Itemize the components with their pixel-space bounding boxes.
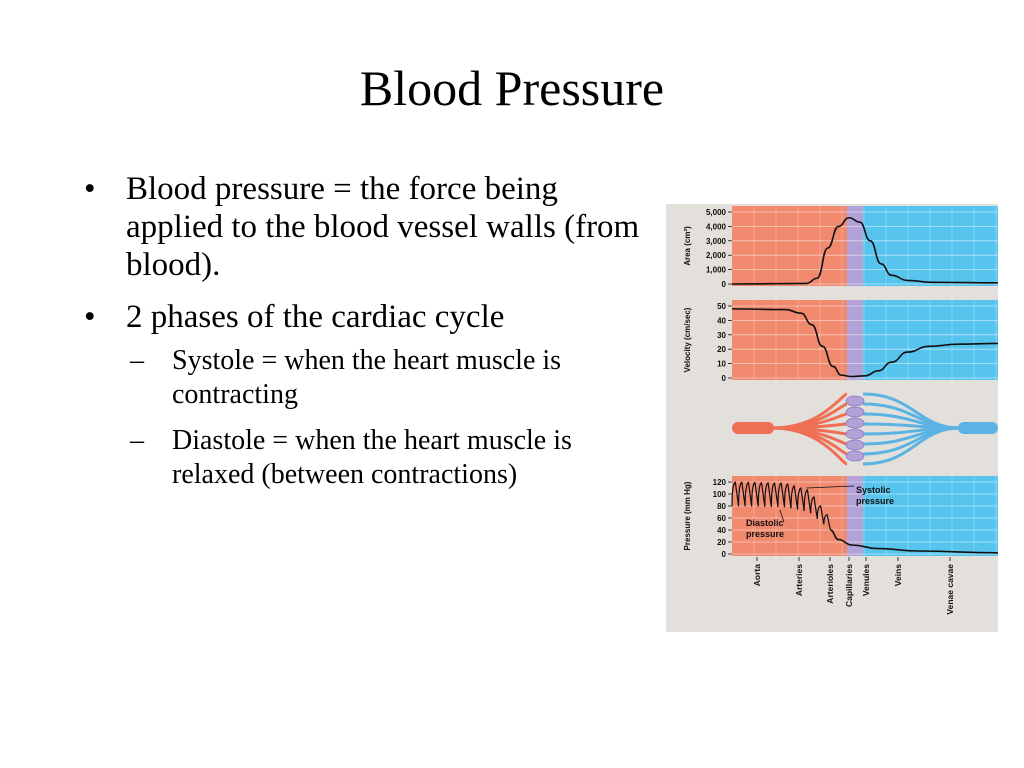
bullet-item: • Blood pressure = the force being applie… bbox=[84, 170, 644, 284]
y-tick-label: 40 bbox=[717, 526, 726, 535]
arterial-region bbox=[732, 206, 847, 286]
capillary-region bbox=[847, 476, 863, 556]
artery-branch bbox=[771, 426, 848, 466]
sub-bullet-item: –Systole = when the heart muscle is cont… bbox=[126, 344, 644, 412]
diastolic-label: pressure bbox=[746, 529, 784, 539]
vessel-label: Capillaries bbox=[844, 564, 854, 607]
y-tick-label: 10 bbox=[717, 360, 726, 369]
sub-bullet-text: Systole = when the heart muscle is contr… bbox=[172, 345, 562, 410]
y-tick-label: 3,000 bbox=[706, 237, 727, 246]
y-axis-label: Pressure (mm Hg) bbox=[683, 481, 692, 550]
capillary-bed bbox=[845, 417, 865, 429]
venous-pressure-curve bbox=[830, 529, 998, 554]
vessel-label: Aorta bbox=[752, 564, 762, 586]
capillary-bed bbox=[845, 395, 865, 407]
diastolic-leader-line bbox=[779, 509, 785, 523]
y-tick-label: 5,000 bbox=[706, 208, 727, 217]
y-tick-label: 100 bbox=[713, 490, 727, 499]
y-tick-label: 20 bbox=[717, 538, 726, 547]
systolic-label: Systolic bbox=[856, 485, 891, 495]
y-tick-label: 30 bbox=[717, 331, 726, 340]
bullet-item: • 2 phases of the cardiac cycle –Systole =… bbox=[84, 298, 644, 492]
pressure-pulse-curve bbox=[731, 481, 832, 531]
capillary-bed bbox=[845, 428, 865, 440]
y-tick-label: 0 bbox=[722, 280, 727, 289]
sub-bullet-text: Diastole = when the heart muscle is rela… bbox=[172, 425, 572, 490]
capillary-bed bbox=[845, 439, 865, 451]
blood-flow-diagram: 5,000 4,000 3,000 2,000 1,000 0 Area (cm²) 50 40… bbox=[683, 206, 998, 615]
y-tick-label: 40 bbox=[717, 316, 726, 325]
dash-mark: – bbox=[130, 425, 144, 456]
y-tick-label: 4,000 bbox=[706, 222, 727, 231]
systolic-leader-line bbox=[806, 485, 855, 489]
vessel-label: Arteries bbox=[794, 564, 804, 596]
vein-branch bbox=[862, 426, 961, 466]
y-axis-label: Velocity (cm/sec) bbox=[683, 307, 692, 372]
y-axis-label: Area (cm²) bbox=[683, 226, 692, 266]
y-tick-label: 1,000 bbox=[706, 266, 727, 275]
bullet-mark: • bbox=[84, 171, 96, 207]
vessel-label: Veins bbox=[893, 564, 903, 586]
vessel-label: Venae cavae bbox=[945, 564, 955, 615]
capillary-region bbox=[847, 300, 863, 380]
y-tick-label: 20 bbox=[717, 345, 726, 354]
area-curve bbox=[731, 216, 998, 285]
y-tick-label: 2,000 bbox=[706, 251, 727, 260]
y-tick-label: 0 bbox=[722, 374, 727, 383]
sub-bullet-list: –Systole = when the heart muscle is cont… bbox=[126, 344, 644, 492]
vessel-label: Venules bbox=[861, 564, 871, 596]
bullet-text: Blood pressure = the force being applied… bbox=[126, 171, 640, 283]
y-tick-label: 120 bbox=[713, 478, 727, 487]
capillary-bed bbox=[845, 450, 865, 462]
vessel-label: Arterioles bbox=[825, 564, 835, 604]
sub-bullet-item: –Diastole = when the heart muscle is rel… bbox=[126, 424, 644, 492]
vessel-illustration bbox=[732, 392, 998, 466]
aorta-vessel bbox=[732, 422, 774, 434]
velocity-curve bbox=[731, 308, 998, 378]
bullet-mark: • bbox=[84, 299, 96, 335]
vena-cava-vessel bbox=[958, 422, 998, 434]
venous-region bbox=[863, 206, 998, 286]
diastolic-label: Diastolic bbox=[746, 518, 784, 528]
slide-title: Blood Pressure bbox=[359, 60, 665, 116]
y-tick-label: 60 bbox=[717, 514, 726, 523]
capillary-bed bbox=[845, 406, 865, 418]
systolic-label: pressure bbox=[856, 496, 894, 506]
y-tick-label: 50 bbox=[717, 302, 726, 311]
y-tick-label: 0 bbox=[722, 550, 727, 559]
blood-flow-figure: 5,000 4,000 3,000 2,000 1,000 0 Area (cm²) 50 40… bbox=[666, 204, 998, 632]
venous-region bbox=[863, 476, 998, 556]
y-tick-label: 80 bbox=[717, 502, 726, 511]
dash-mark: – bbox=[130, 345, 144, 376]
bullet-list: • Blood pressure = the force being applie… bbox=[84, 170, 644, 506]
bullet-text: 2 phases of the cardiac cycle bbox=[126, 299, 505, 335]
arterial-region bbox=[732, 300, 847, 380]
